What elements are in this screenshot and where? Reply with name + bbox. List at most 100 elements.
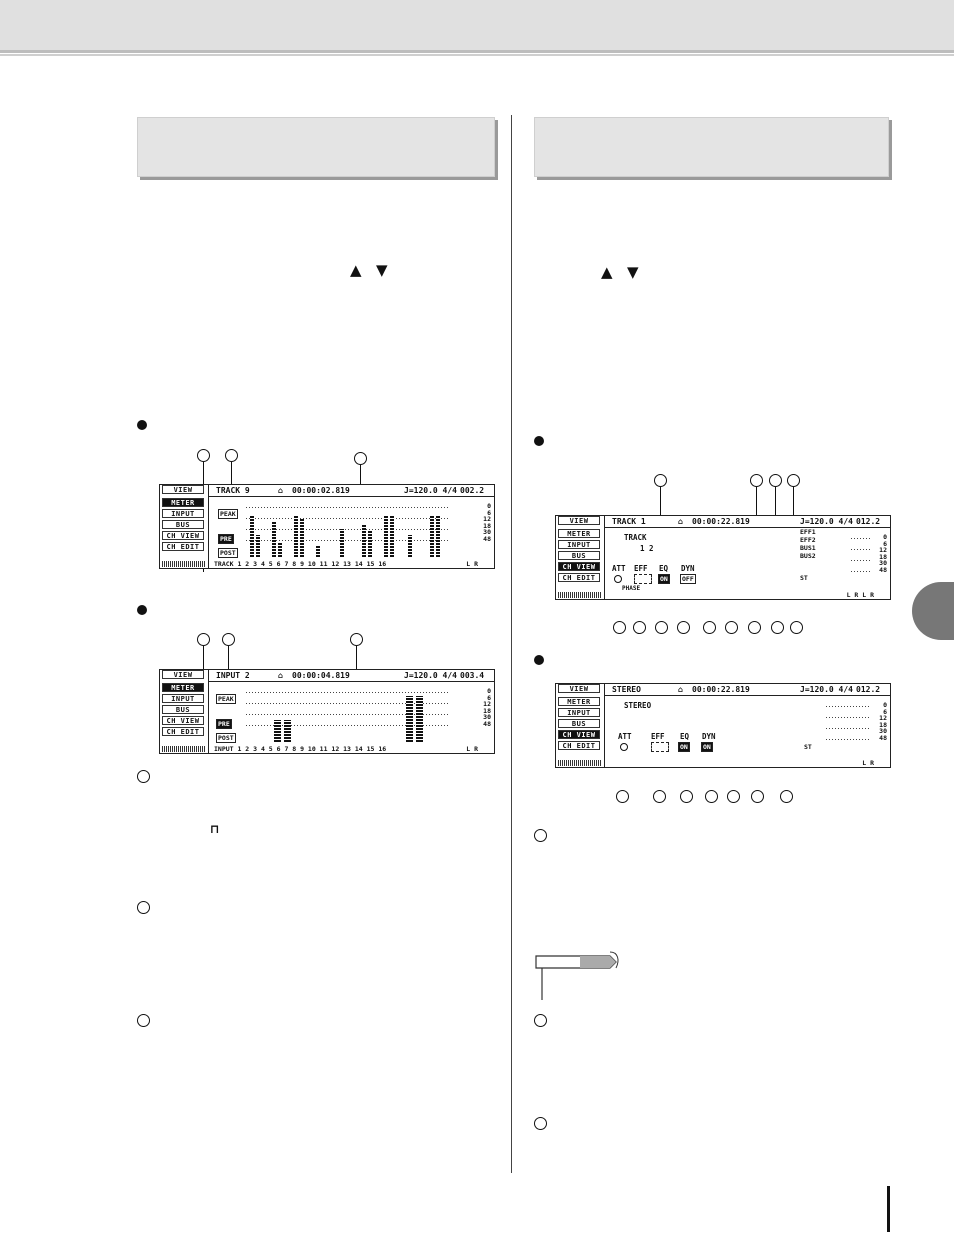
dyn-off-button[interactable]: OFF: [680, 574, 696, 584]
pre-button[interactable]: PRE: [218, 534, 234, 544]
time-counter: 00:00:22.819: [692, 517, 750, 526]
caption-number-2-right: [534, 1014, 547, 1027]
dyn-label: DYN: [681, 564, 695, 573]
menu-item-ch-view[interactable]: CH VIEW: [558, 730, 600, 739]
eq-on-button[interactable]: ON: [678, 742, 690, 752]
bullet: [534, 655, 544, 665]
eq-label: EQ: [680, 732, 690, 741]
pre-button[interactable]: PRE: [216, 719, 232, 729]
channel-name: TRACK 9: [216, 486, 250, 495]
stereo-labels: L R: [466, 745, 478, 753]
bar-beat: 002.2: [460, 486, 485, 495]
callout-circle: [787, 474, 800, 487]
stereo-title: STEREO: [624, 701, 652, 710]
lcd-channel-view-stereo: VIEW METER INPUT BUS CH VIEW CH EDIT STE…: [555, 683, 891, 768]
time-counter: 00:00:02.819: [292, 486, 350, 495]
post-button[interactable]: POST: [218, 548, 238, 558]
peak-button[interactable]: PEAK: [218, 509, 238, 519]
lock-icon: ⌂: [678, 517, 683, 526]
channel-numbers: INPUT 1 2 3 4 5 6 7 8 9 10 11 12 13 14 1…: [214, 745, 387, 753]
time-counter: 00:00:04.819: [292, 671, 350, 680]
page-header-band: [0, 0, 954, 53]
menu-item-ch-view[interactable]: CH VIEW: [162, 716, 204, 725]
menu-item-ch-view[interactable]: CH VIEW: [162, 531, 204, 540]
peak-button[interactable]: PEAK: [216, 694, 236, 704]
menu-item-input[interactable]: INPUT: [558, 708, 600, 717]
down-arrow-icon-right: ▼: [627, 263, 639, 281]
menu-item-bus[interactable]: BUS: [162, 705, 204, 714]
callout-circle: [222, 633, 235, 646]
att-knob-icon[interactable]: [620, 743, 628, 751]
menu-item-bus[interactable]: BUS: [558, 551, 600, 560]
menu-item-input[interactable]: INPUT: [558, 540, 600, 549]
note-tag-icon: [535, 951, 619, 1000]
eff-indicator[interactable]: [651, 742, 669, 752]
lock-icon: ⌂: [278, 671, 283, 680]
menu-item-meter[interactable]: METER: [162, 683, 204, 692]
channel-numbers: TRACK 1 2 3 4 5 6 7 8 9 10 11 12 13 14 1…: [214, 560, 387, 568]
callout-circle: [350, 633, 363, 646]
send-st: ST: [800, 574, 808, 582]
channel-name: TRACK 1: [612, 517, 646, 526]
menu-item-ch-edit[interactable]: CH EDIT: [558, 573, 600, 582]
left-section-title-box: [137, 117, 495, 177]
track-label: TRACK: [624, 533, 647, 542]
tempo: J=120.0 4/4: [800, 517, 853, 526]
eq-on-button[interactable]: ON: [658, 574, 670, 584]
lcd-hatch: [558, 760, 602, 766]
bullet: [137, 420, 147, 430]
menu-view-label: VIEW: [162, 670, 204, 679]
bullet: [534, 436, 544, 446]
callout-circle: [225, 449, 238, 462]
menu-item-meter[interactable]: METER: [162, 498, 204, 507]
lcd-meter-input: VIEW METER INPUT BUS CH VIEW CH EDIT INP…: [159, 669, 495, 754]
menu-item-meter[interactable]: METER: [558, 529, 600, 538]
menu-item-ch-edit[interactable]: CH EDIT: [558, 741, 600, 750]
menu-view-label: VIEW: [558, 684, 600, 693]
eff-indicator[interactable]: [634, 574, 652, 584]
phase-label: PHASE: [622, 585, 641, 592]
down-arrow-icon: ▼: [376, 261, 388, 279]
callout-circle: [354, 452, 367, 465]
caption-number-2: [137, 901, 150, 914]
lcd-menu: VIEW METER INPUT BUS CH VIEW CH EDIT: [556, 516, 605, 599]
lock-icon: ⌂: [678, 685, 683, 694]
menu-item-ch-edit[interactable]: CH EDIT: [162, 542, 204, 551]
send-eff2: EFF2: [800, 536, 816, 544]
eff-label: EFF: [651, 732, 665, 741]
right-section-title-box: [534, 117, 889, 177]
callout-circle: [197, 633, 210, 646]
att-knob-icon[interactable]: [614, 575, 622, 583]
post-button[interactable]: POST: [216, 733, 236, 743]
lcd-header: INPUT 2 ⌂ 00:00:04.819 J=120.0 4/4 003.4: [208, 670, 494, 682]
callout-circle: [197, 449, 210, 462]
callout-circle: [654, 474, 667, 487]
menu-item-input[interactable]: INPUT: [162, 694, 204, 703]
eff-label: EFF: [634, 564, 648, 573]
menu-item-bus[interactable]: BUS: [558, 719, 600, 728]
stereo-labels: L R: [862, 759, 874, 767]
channel-name: STEREO: [612, 685, 641, 694]
time-counter: 00:00:22.819: [692, 685, 750, 694]
caption-number-3: [137, 1014, 150, 1027]
tempo: J=120.0 4/4: [800, 685, 853, 694]
lcd-hatch: [162, 561, 206, 567]
menu-view-label: VIEW: [558, 516, 600, 525]
track-numbers: 1 2: [640, 544, 654, 553]
lcd-meter-track: VIEW METER INPUT BUS CH VIEW CH EDIT TRA…: [159, 484, 495, 569]
menu-item-meter[interactable]: METER: [558, 697, 600, 706]
menu-item-bus[interactable]: BUS: [162, 520, 204, 529]
menu-item-ch-view[interactable]: CH VIEW: [558, 562, 600, 571]
bar-beat: 012.2: [856, 685, 881, 694]
bullet: [137, 605, 147, 615]
stereo-labels: L R L R: [846, 591, 874, 599]
menu-item-ch-edit[interactable]: CH EDIT: [162, 727, 204, 736]
lcd-channel-view-track: VIEW METER INPUT BUS CH VIEW CH EDIT TRA…: [555, 515, 891, 600]
menu-item-input[interactable]: INPUT: [162, 509, 204, 518]
up-arrow-icon: ▲: [350, 261, 362, 279]
chapter-tab: [912, 582, 954, 640]
column-divider: [511, 115, 512, 1173]
dyn-on-button[interactable]: ON: [701, 742, 713, 752]
lcd-hatch: [162, 746, 206, 752]
callout-circle: [769, 474, 782, 487]
